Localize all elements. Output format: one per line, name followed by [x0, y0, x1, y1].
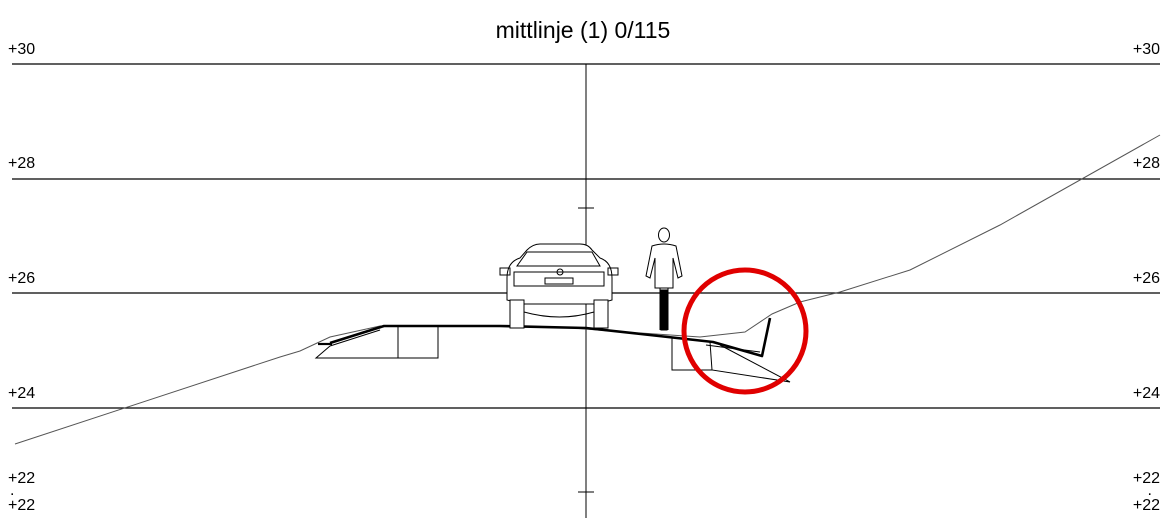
highlight-circle: [681, 267, 809, 395]
drawing-title: mittlinje (1) 0/115: [495, 17, 671, 43]
road-surface: [329, 317, 772, 358]
elevation-label-22b-right: +22: [1132, 497, 1160, 514]
cyclist-body: [645, 243, 683, 289]
car-body: [506, 243, 613, 305]
left-subgrade-outline: [314, 326, 439, 359]
elevation-label-30-left: +30: [8, 41, 36, 58]
dot-marker-left: .: [10, 482, 15, 499]
elevation-label-24-left: +24: [8, 385, 36, 402]
car-wheel-right: [593, 299, 609, 329]
car-plate: [544, 277, 574, 285]
car-rear-window: [516, 251, 601, 267]
car-emblem: [556, 268, 564, 276]
elevation-label-26-right: +26: [1132, 270, 1160, 287]
car-bumper: [523, 311, 595, 318]
elevation-label-22b-left: +22: [8, 497, 36, 514]
left-slope-edge: [329, 329, 381, 347]
elevation-label-22-right: +22: [1132, 470, 1160, 487]
right-ditch-wedge: [709, 341, 791, 383]
car-trunk: [513, 271, 605, 287]
elevation-label-28-left: +28: [8, 155, 36, 172]
car-mirror-right: [607, 267, 619, 276]
car-silhouette: [499, 243, 619, 329]
elevation-label-30-right: +30: [1132, 41, 1160, 58]
car-wheel-left: [509, 299, 525, 329]
cyclist-wheel: [660, 289, 668, 331]
cyclist-head: [658, 227, 670, 243]
terrain-line: [14, 134, 1161, 445]
car-mirror-left: [499, 267, 511, 276]
dot-marker-right: .: [1147, 482, 1152, 499]
elevation-label-28-right: +28: [1132, 155, 1160, 172]
left-subgrade: [314, 326, 439, 359]
elevation-label-26-left: +26: [8, 270, 36, 287]
elevation-label-24-right: +24: [1132, 385, 1160, 402]
cyclist-silhouette: [645, 227, 683, 331]
elevation-label-22-left: +22: [8, 470, 36, 487]
